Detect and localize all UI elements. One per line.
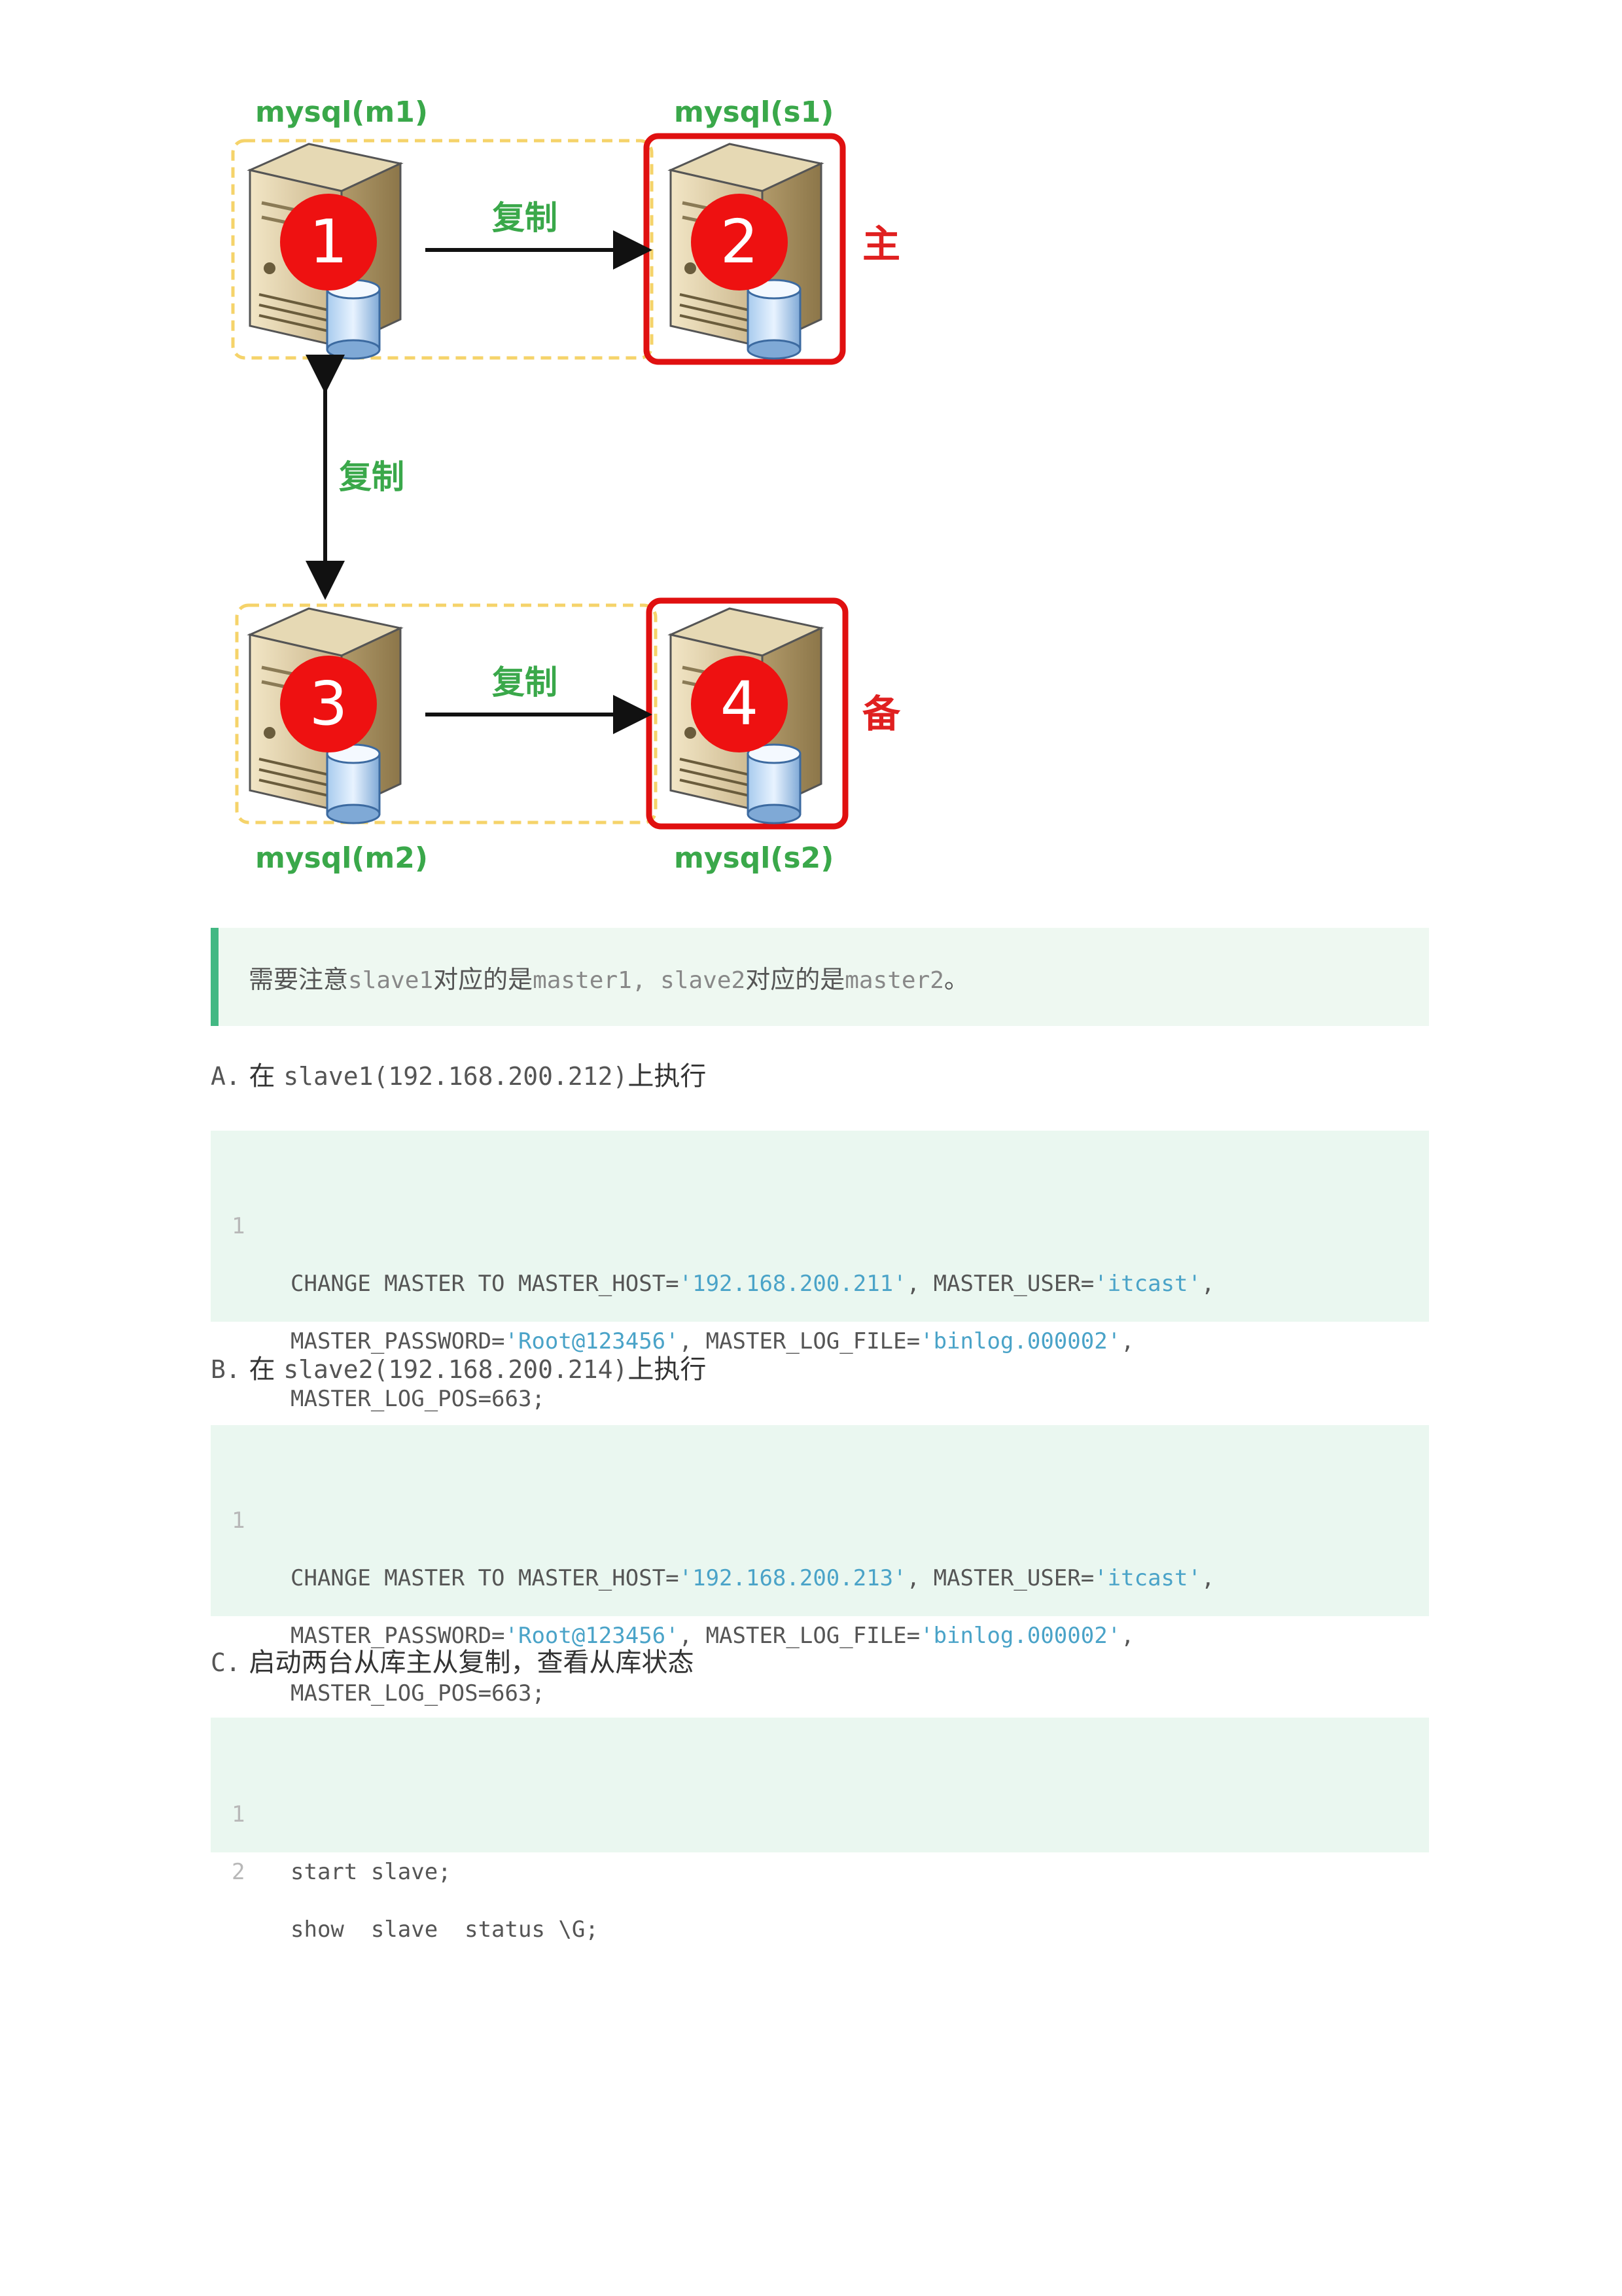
- step-prefix: A.: [211, 1062, 241, 1091]
- code-line: 1 start slave;: [211, 1728, 1429, 1885]
- code-text: start slave;: [291, 1843, 451, 1901]
- step-prefix: B.: [211, 1355, 241, 1384]
- edge-label-m1-m2: 复制: [339, 458, 404, 496]
- line-number: 1: [232, 1213, 245, 1239]
- code-seg: CHANGE MASTER TO MASTER_HOST=: [291, 1565, 679, 1591]
- group-bottom-border: [235, 603, 658, 824]
- code-line: 1 CHANGE MASTER TO MASTER_HOST='192.168.…: [211, 1434, 1429, 1591]
- step-host: slave1(192.168.200.212): [283, 1062, 628, 1091]
- code-seg: MASTER_PASSWORD=: [291, 1328, 505, 1354]
- code-text: MASTER_LOG_POS=663;: [291, 1665, 545, 1722]
- code-seg: , MASTER_USER=: [906, 1565, 1095, 1591]
- code-string: '192.168.200.211': [679, 1271, 907, 1297]
- node-label-s2: mysql(s2): [674, 841, 834, 875]
- node-number-badge: 4: [691, 656, 788, 752]
- note-text-part: master2: [845, 966, 944, 994]
- step-c-heading: C. 启动两台从库主从复制，查看从库状态: [211, 1641, 694, 1679]
- code-text: MASTER_PASSWORD='Root@123456', MASTER_LO…: [291, 1607, 1135, 1665]
- step-text-before: 在: [249, 1354, 275, 1385]
- code-line: MASTER_LOG_POS=663;: [211, 1549, 1429, 1706]
- step-text-before: 在: [249, 1061, 275, 1091]
- edge-label-m2-s2: 复制: [492, 663, 557, 701]
- note-text-part: slave1: [348, 966, 434, 994]
- note-text: 需要注意slave1对应的是master1, slave2对应的是master2…: [249, 959, 969, 995]
- code-line: 1 CHANGE MASTER TO MASTER_HOST='192.168.…: [211, 1140, 1429, 1297]
- code-seg: MASTER_LOG_POS=663;: [291, 1386, 545, 1412]
- code-string: 'itcast': [1094, 1271, 1201, 1297]
- code-string: 'binlog.000002': [920, 1623, 1121, 1649]
- code-seg: , MASTER_LOG_FILE=: [679, 1623, 921, 1649]
- code-block-b: 1 CHANGE MASTER TO MASTER_HOST='192.168.…: [211, 1425, 1429, 1706]
- code-seg: , MASTER_LOG_FILE=: [679, 1328, 921, 1354]
- line-number: 1: [232, 1801, 245, 1828]
- note-text-part: 需要注意: [249, 964, 349, 994]
- role-label-primary: 主: [862, 222, 901, 266]
- note-text-part: 对应的是: [433, 964, 533, 994]
- code-text: CHANGE MASTER TO MASTER_HOST='192.168.20…: [291, 1255, 1214, 1313]
- code-seg: show slave status \G;: [291, 1916, 599, 1943]
- code-string: 'Root@123456': [504, 1623, 679, 1649]
- edge-label-m1-s1: 复制: [492, 199, 557, 237]
- node-number-badge: 2: [691, 194, 788, 291]
- step-text-before: 启动两台从库主从复制，查看从库状态: [249, 1648, 694, 1678]
- code-line: MASTER_PASSWORD='Root@123456', MASTER_LO…: [211, 1492, 1429, 1649]
- diagram-canvas: [231, 133, 849, 830]
- code-string: 'itcast': [1094, 1565, 1201, 1591]
- code-seg: , MASTER_USER=: [906, 1271, 1095, 1297]
- step-prefix: C.: [211, 1648, 241, 1677]
- code-seg: MASTER_LOG_POS=663;: [291, 1680, 545, 1706]
- step-b-heading: B. 在 slave2(192.168.200.214)上执行: [211, 1348, 706, 1386]
- note-text-part: 。: [943, 964, 969, 994]
- code-seg: ,: [1121, 1328, 1135, 1354]
- code-line: 2 show slave status \G;: [211, 1786, 1429, 1943]
- step-text-after: 上执行: [627, 1061, 707, 1091]
- step-text-after: 上执行: [627, 1354, 707, 1385]
- code-string: '192.168.200.213': [679, 1565, 907, 1591]
- note-text-part: 对应的是: [745, 964, 845, 994]
- note-blockquote: 需要注意slave1对应的是master1, slave2对应的是master2…: [211, 928, 1429, 1026]
- step-host: slave2(192.168.200.214): [283, 1355, 628, 1384]
- node-number-badge: 1: [280, 194, 377, 291]
- code-block-a: 1 CHANGE MASTER TO MASTER_HOST='192.168.…: [211, 1131, 1429, 1412]
- code-text: CHANGE MASTER TO MASTER_HOST='192.168.20…: [291, 1549, 1214, 1607]
- code-text: show slave status \G;: [291, 1901, 599, 1958]
- code-string: 'binlog.000002': [920, 1328, 1121, 1354]
- line-number: 1: [232, 1508, 245, 1534]
- code-seg: CHANGE MASTER TO MASTER_HOST=: [291, 1271, 679, 1297]
- code-text: MASTER_LOG_POS=663;: [291, 1370, 545, 1428]
- code-text: MASTER_PASSWORD='Root@123456', MASTER_LO…: [291, 1313, 1135, 1370]
- code-seg: MASTER_PASSWORD=: [291, 1623, 505, 1649]
- code-seg: start slave;: [291, 1859, 451, 1885]
- node-label-s1: mysql(s1): [674, 96, 834, 129]
- role-label-backup: 备: [862, 692, 901, 736]
- code-line: MASTER_PASSWORD='Root@123456', MASTER_LO…: [211, 1197, 1429, 1354]
- code-line: MASTER_LOG_POS=663;: [211, 1255, 1429, 1412]
- code-block-c: 1 start slave; 2 show slave status \G;: [211, 1718, 1429, 1943]
- node-number-badge: 3: [280, 656, 377, 752]
- code-seg: ,: [1121, 1623, 1135, 1649]
- node-label-m2: mysql(m2): [255, 841, 428, 875]
- code-seg: ,: [1201, 1565, 1215, 1591]
- note-text-part: master1, slave2: [533, 966, 746, 994]
- code-string: 'Root@123456': [504, 1328, 679, 1354]
- step-a-heading: A. 在 slave1(192.168.200.212)上执行: [211, 1055, 706, 1093]
- replication-diagram: mysql(m1) mysql(s1) mysql(m2) mysql(s2) …: [0, 0, 1622, 903]
- node-label-m1: mysql(m1): [255, 96, 428, 129]
- line-number: 2: [232, 1859, 245, 1885]
- code-seg: ,: [1201, 1271, 1215, 1297]
